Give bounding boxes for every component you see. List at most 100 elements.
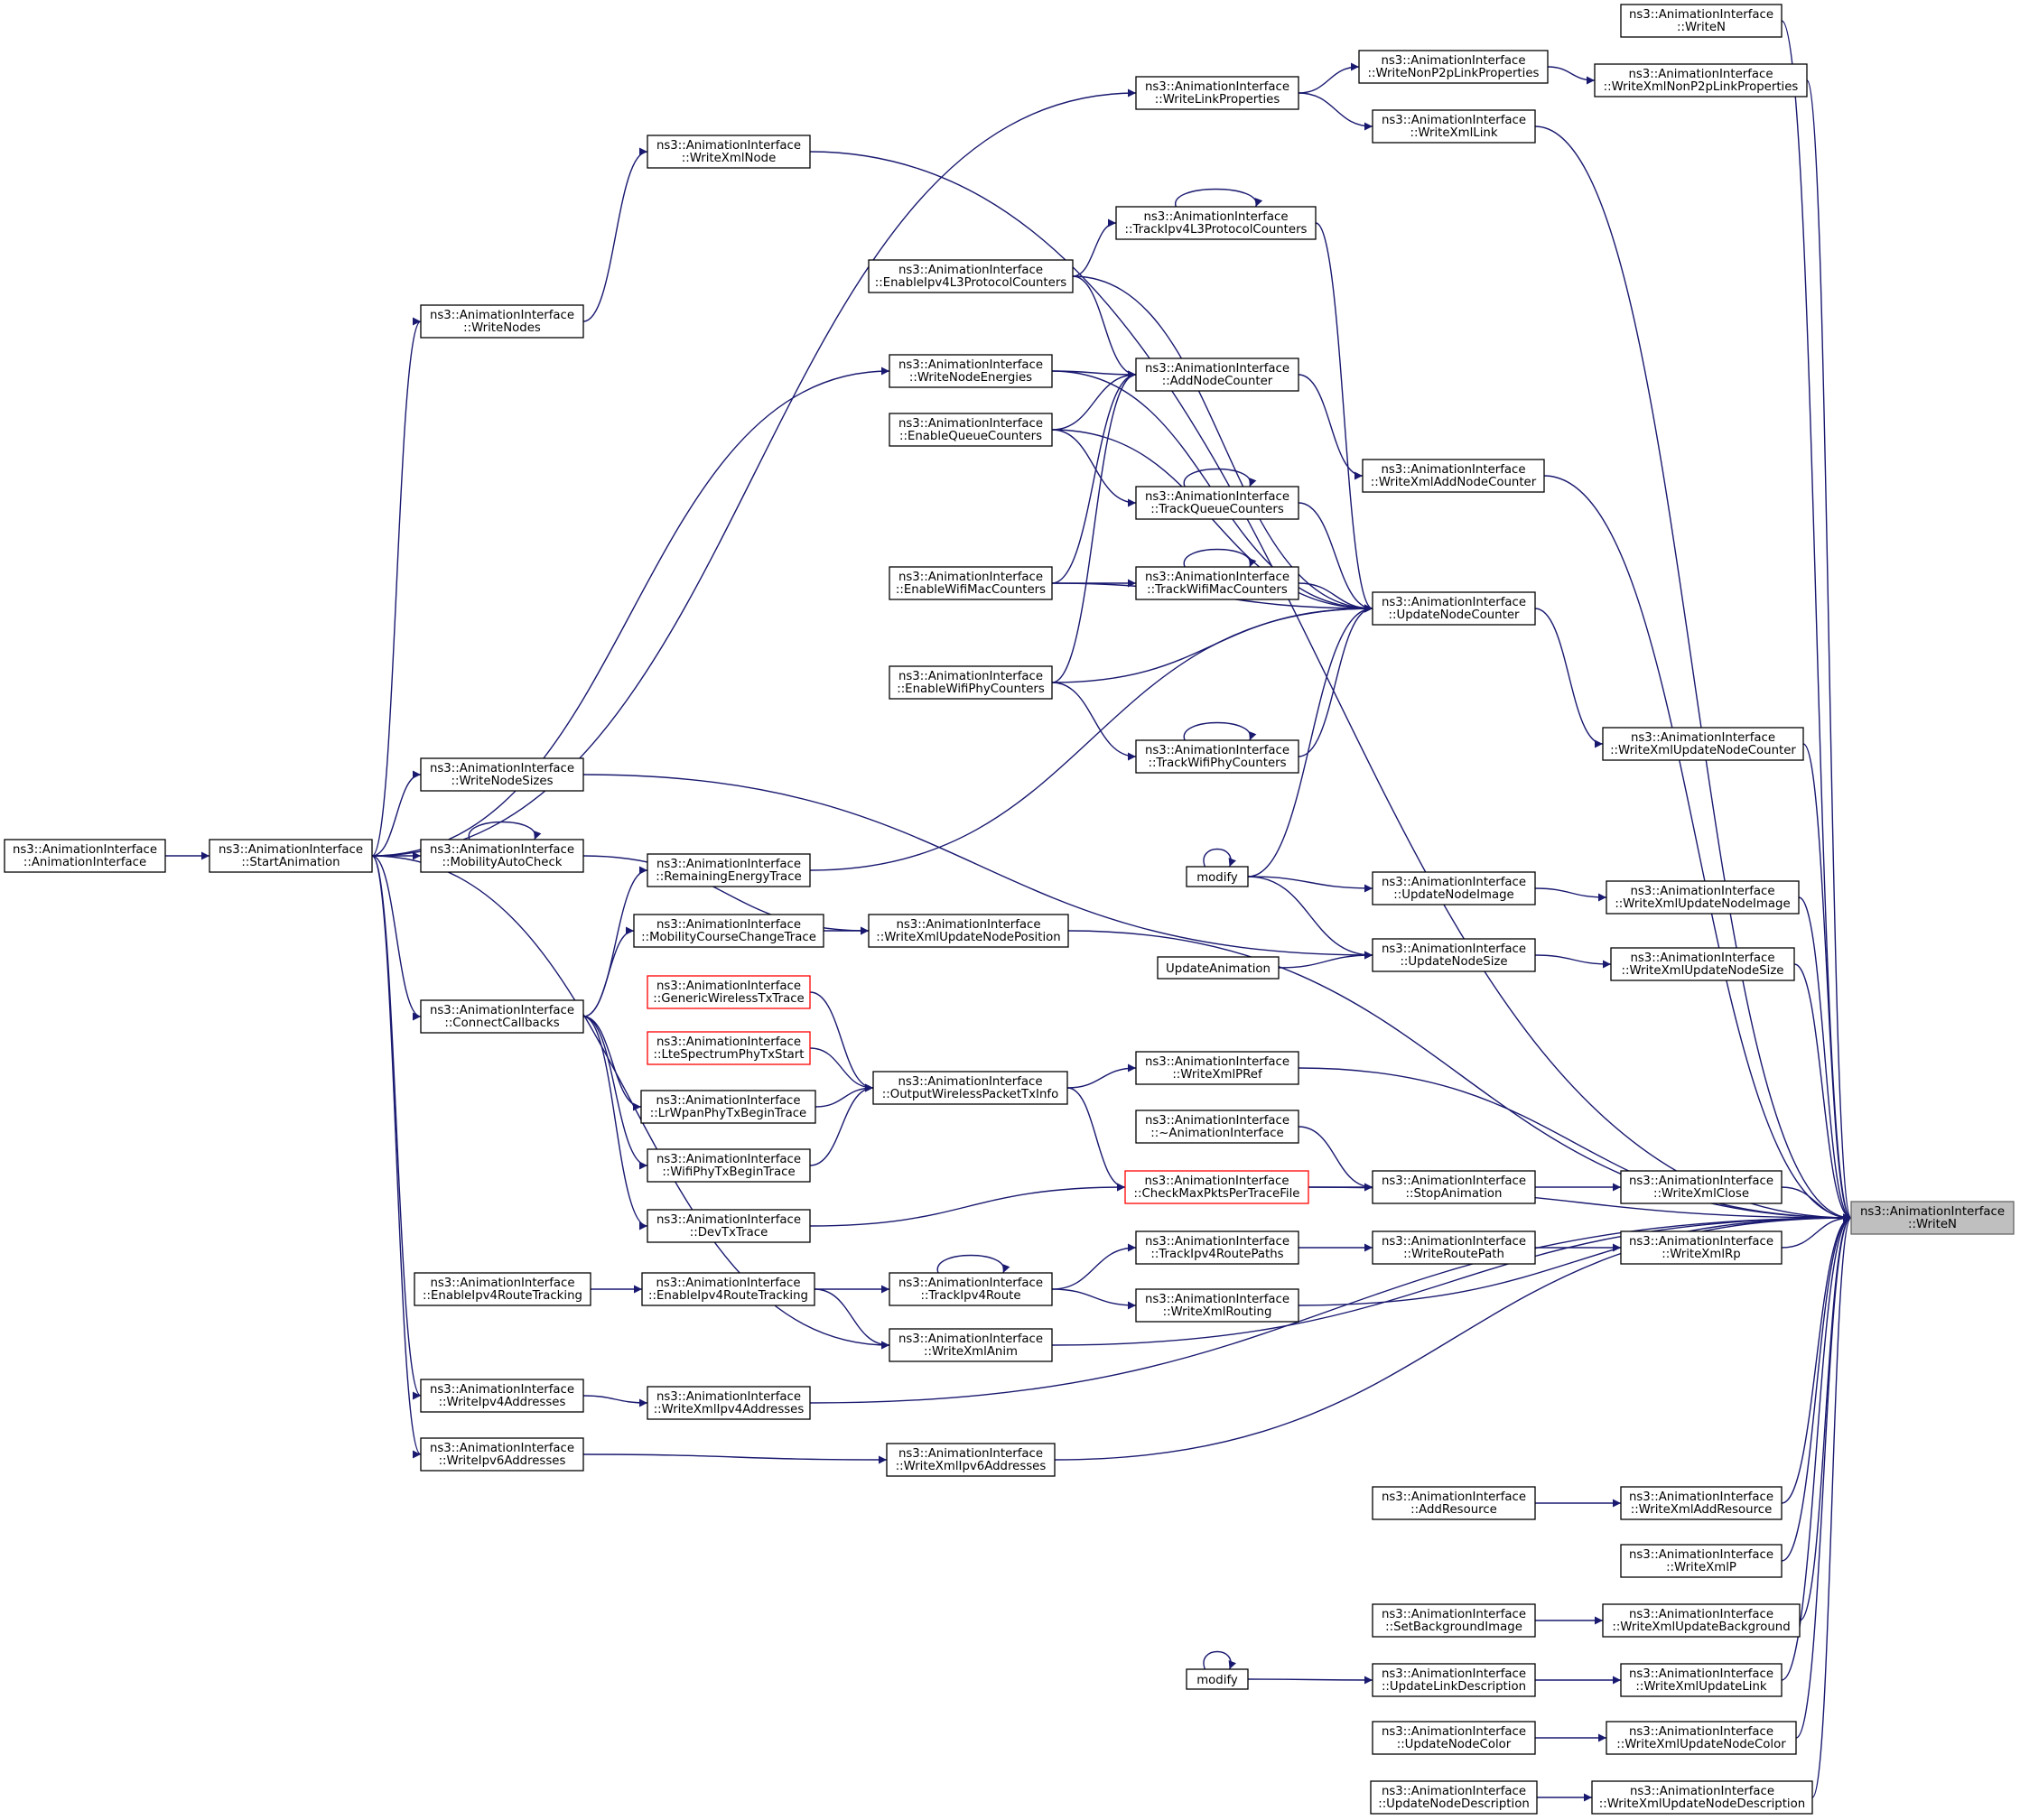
- node-writenodesizes[interactable]: ns3::AnimationInterface::WriteNodeSizes: [420, 757, 584, 792]
- node-box: [1620, 1486, 1783, 1520]
- node-enablequeue[interactable]: ns3::AnimationInterface::EnableQueueCoun…: [889, 413, 1053, 447]
- node-updatenodedescription[interactable]: ns3::AnimationInterface::UpdateNodeDescr…: [1370, 1780, 1538, 1815]
- node-box: [1591, 1780, 1813, 1815]
- node-enablewifimac[interactable]: ns3::AnimationInterface::EnableWifiMacCo…: [889, 566, 1053, 600]
- node-addnodecounter[interactable]: ns3::AnimationInterface::AddNodeCounter: [1135, 358, 1299, 392]
- node-box: [1620, 4, 1783, 38]
- node-label-line2: ::WriteXmlUpdateLink: [1635, 1680, 1767, 1694]
- node-connectcallbacks[interactable]: ns3::AnimationInterface::ConnectCallback…: [420, 999, 584, 1034]
- node-label-line2: ::WriteXmlNonP2pLinkProperties: [1604, 80, 1799, 94]
- node-writexmlupdatebackground[interactable]: ns3::AnimationInterface::WriteXmlUpdateB…: [1602, 1603, 1801, 1638]
- node-writexmlrouting[interactable]: ns3::AnimationInterface::WriteXmlRouting: [1135, 1288, 1299, 1323]
- edge-writeipv6addresses-to-writexmlipv6addresses: [582, 1453, 888, 1464]
- node-label-line2: ::AnimationInterface: [23, 856, 146, 869]
- node-writeipv6addresses[interactable]: ns3::AnimationInterface::WriteIpv6Addres…: [420, 1437, 584, 1472]
- edge-writexmlupdatenodeimage-to-writen_main: [1798, 896, 1852, 1222]
- node-stopanimation[interactable]: ns3::AnimationInterface::StopAnimation: [1372, 1170, 1536, 1204]
- node-label-line2: ::AddNodeCounter: [1162, 375, 1273, 388]
- edge-enableipv4routetracking-to-writexmlanim: [814, 1288, 890, 1350]
- edge-trackwifimac-to-updatenodecounter: [1298, 582, 1373, 613]
- node-devtx[interactable]: ns3::AnimationInterface::DevTxTrace: [647, 1209, 811, 1243]
- node-writexmlclose[interactable]: ns3::AnimationInterface::WriteXmlClose: [1620, 1170, 1783, 1204]
- edge-dtor-to-stopanimation: [1298, 1126, 1373, 1192]
- node-writexmlupdatenodesize[interactable]: ns3::AnimationInterface::WriteXmlUpdateN…: [1610, 947, 1795, 981]
- node-addresource[interactable]: ns3::AnimationInterface::AddResource: [1372, 1486, 1536, 1520]
- node-dtor[interactable]: ns3::AnimationInterface::~AnimationInter…: [1135, 1110, 1299, 1144]
- node-label-line2: ::WriteXmlAddNodeCounter: [1371, 476, 1537, 489]
- node-setbackgroundimage[interactable]: ns3::AnimationInterface::SetBackgroundIm…: [1372, 1603, 1536, 1638]
- node-enablewifiphy[interactable]: ns3::AnimationInterface::EnableWifiPhyCo…: [889, 665, 1053, 700]
- node-writen_main[interactable]: ns3::AnimationInterface::WriteN: [1850, 1201, 2015, 1235]
- node-enableipv4l3[interactable]: ns3::AnimationInterface::EnableIpv4L3Pro…: [868, 259, 1074, 293]
- node-trackqueue[interactable]: ns3::AnimationInterface::TrackQueueCount…: [1135, 486, 1299, 520]
- node-writenodeenergies[interactable]: ns3::AnimationInterface::WriteNodeEnergi…: [889, 354, 1053, 388]
- node-trackipv4routepaths[interactable]: ns3::AnimationInterface::TrackIpv4RouteP…: [1135, 1230, 1299, 1265]
- node-trackwifimac[interactable]: ns3::AnimationInterface::TrackWifiMacCou…: [1135, 566, 1299, 600]
- node-ctor[interactable]: ns3::AnimationInterface::AnimationInterf…: [4, 839, 166, 873]
- node-label-line2: ::WriteXmlUpdateNodeImage: [1615, 897, 1790, 911]
- edge-startanimation-to-writexmlanim: [371, 855, 890, 1350]
- node-trackwifiphy[interactable]: ns3::AnimationInterface::TrackWifiPhyCou…: [1135, 739, 1299, 774]
- node-label-line1: ns3::AnimationInterface: [430, 1442, 574, 1455]
- node-lrwpan[interactable]: ns3::AnimationInterface::LrWpanPhyTxBegi…: [640, 1090, 816, 1124]
- node-writexmlp[interactable]: ns3::AnimationInterface::WriteXmlP: [1620, 1544, 1783, 1578]
- node-label-line2: ::WriteIpv6Addresses: [439, 1454, 566, 1468]
- node-outputwireless[interactable]: ns3::AnimationInterface::OutputWirelessP…: [872, 1071, 1068, 1105]
- node-writeipv4addresses[interactable]: ns3::AnimationInterface::WriteIpv4Addres…: [420, 1379, 584, 1413]
- node-writexmladdnodecounter[interactable]: ns3::AnimationInterface::WriteXmlAddNode…: [1362, 459, 1545, 493]
- node-updatenodesize[interactable]: ns3::AnimationInterface::UpdateNodeSize: [1372, 938, 1536, 972]
- node-writexmlupdatenodecounter[interactable]: ns3::AnimationInterface::WriteXmlUpdateN…: [1602, 727, 1804, 761]
- node-writexmlupdatenodecolor[interactable]: ns3::AnimationInterface::WriteXmlUpdateN…: [1606, 1721, 1797, 1755]
- node-genericwireless[interactable]: ns3::AnimationInterface::GenericWireless…: [647, 975, 811, 1009]
- node-writexmlipv4addresses[interactable]: ns3::AnimationInterface::WriteXmlIpv4Add…: [647, 1386, 811, 1420]
- node-writexmlipv6addresses[interactable]: ns3::AnimationInterface::WriteXmlIpv6Add…: [886, 1443, 1056, 1477]
- node-writexmlpref[interactable]: ns3::AnimationInterface::WriteXmlPRef: [1135, 1051, 1299, 1085]
- node-modify2[interactable]: modify: [1186, 1668, 1249, 1690]
- node-label-line2: ::WriteXmlClose: [1653, 1187, 1749, 1201]
- node-enableipv4routetracking[interactable]: ns3::AnimationInterface::EnableIpv4Route…: [641, 1272, 815, 1306]
- node-writeroutepath[interactable]: ns3::AnimationInterface::WriteRoutePath: [1372, 1230, 1536, 1265]
- node-label-line2: ::WriteXmlRp: [1662, 1248, 1741, 1261]
- node-writexmlupdatenodedescription[interactable]: ns3::AnimationInterface::WriteXmlUpdateN…: [1591, 1780, 1813, 1815]
- node-updatenodecounter[interactable]: ns3::AnimationInterface::UpdateNodeCount…: [1372, 591, 1536, 626]
- node-writen_top[interactable]: ns3::AnimationInterface::WriteN: [1620, 4, 1783, 38]
- node-updatenodeimage[interactable]: ns3::AnimationInterface::UpdateNodeImage: [1372, 871, 1536, 905]
- node-modify1[interactable]: modify: [1186, 866, 1249, 887]
- node-label-line2: ::UpdateNodeImage: [1393, 888, 1513, 902]
- node-label-line2: ::WriteXmlIpv4Addresses: [654, 1403, 805, 1416]
- node-writexmlupdatelink[interactable]: ns3::AnimationInterface::WriteXmlUpdateL…: [1620, 1663, 1783, 1697]
- node-box: [1157, 956, 1280, 980]
- edge-writexmlupdatenodesize-to-writen_main: [1793, 963, 1852, 1222]
- node-label-line1: ns3::AnimationInterface: [898, 670, 1043, 683]
- node-label-line1: ns3::AnimationInterface: [1382, 1490, 1526, 1504]
- node-mobilityautocheck[interactable]: ns3::AnimationInterface::MobilityAutoChe…: [420, 839, 584, 873]
- node-writenonp2p[interactable]: ns3::AnimationInterface::WriteNonP2pLink…: [1358, 50, 1549, 84]
- node-writexmllink[interactable]: ns3::AnimationInterface::WriteXmlLink: [1372, 109, 1536, 144]
- node-writexmlupdatenodeimage[interactable]: ns3::AnimationInterface::WriteXmlUpdateN…: [1606, 880, 1800, 915]
- node-updatenodecolor[interactable]: ns3::AnimationInterface::UpdateNodeColor: [1372, 1721, 1536, 1755]
- node-label-line1: ns3::AnimationInterface: [1382, 1725, 1526, 1739]
- node-updatelinkdescription[interactable]: ns3::AnimationInterface::UpdateLinkDescr…: [1372, 1663, 1536, 1697]
- node-enableipv4routetracking_left[interactable]: ns3::AnimationInterface::EnableIpv4Route…: [414, 1272, 591, 1306]
- node-writelinkprops[interactable]: ns3::AnimationInterface::WriteLinkProper…: [1135, 76, 1299, 110]
- node-trackipv4route[interactable]: ns3::AnimationInterface::TrackIpv4Route: [889, 1272, 1053, 1306]
- node-writenodes[interactable]: ns3::AnimationInterface::WriteNodes: [420, 304, 584, 339]
- node-writexmlupdatenodeposition[interactable]: ns3::AnimationInterface::WriteXmlUpdateN…: [868, 914, 1069, 948]
- edge-writexmlupdatelink-to-writen_main: [1781, 1213, 1852, 1681]
- node-trackipv4l3[interactable]: ns3::AnimationInterface::TrackIpv4L3Prot…: [1115, 206, 1317, 240]
- node-label-line1: ns3::AnimationInterface: [898, 358, 1043, 372]
- node-writexmlnode[interactable]: ns3::AnimationInterface::WriteXmlNode: [647, 135, 811, 169]
- node-writexmladdresource[interactable]: ns3::AnimationInterface::WriteXmlAddReso…: [1620, 1486, 1783, 1520]
- node-writexmlrp[interactable]: ns3::AnimationInterface::WriteXmlRp: [1620, 1230, 1783, 1265]
- node-label-line2: ::MobilityAutoCheck: [442, 856, 563, 869]
- node-writexmlnonp2p[interactable]: ns3::AnimationInterface::WriteXmlNonP2pL…: [1594, 63, 1808, 98]
- node-remainingenergy[interactable]: ns3::AnimationInterface::RemainingEnergy…: [647, 853, 811, 887]
- node-checkmaxpkts[interactable]: ns3::AnimationInterface::CheckMaxPktsPer…: [1124, 1170, 1309, 1204]
- node-writexmlanim[interactable]: ns3::AnimationInterface::WriteXmlAnim: [889, 1328, 1053, 1362]
- node-mobilitycourse[interactable]: ns3::AnimationInterface::MobilityCourseC…: [633, 914, 824, 948]
- node-wifiphytx[interactable]: ns3::AnimationInterface::WifiPhyTxBeginT…: [647, 1148, 811, 1183]
- node-updateanimation[interactable]: UpdateAnimation: [1157, 956, 1280, 980]
- node-ltespectrum[interactable]: ns3::AnimationInterface::LteSpectrumPhyT…: [647, 1031, 811, 1065]
- node-label-line1: ns3::AnimationInterface: [1860, 1205, 2005, 1219]
- node-startanimation[interactable]: ns3::AnimationInterface::StartAnimation: [209, 839, 373, 873]
